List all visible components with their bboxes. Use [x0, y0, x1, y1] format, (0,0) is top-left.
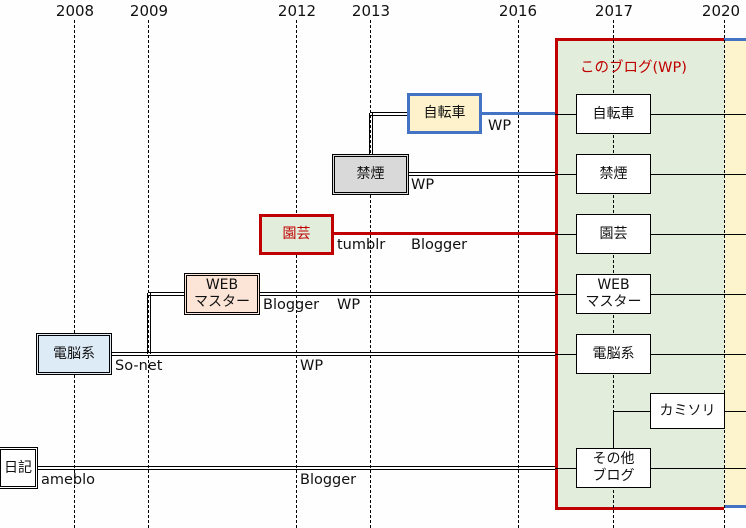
connector-computer [112, 352, 555, 356]
current-garden: 園芸 [576, 214, 651, 254]
origin-garden-label: 園芸 [282, 226, 311, 242]
origin-web-label-1: WEB [205, 277, 239, 293]
year-line-2012 [296, 20, 297, 528]
current-smoking: 禁煙 [576, 154, 651, 194]
year-label: 2013 [351, 2, 391, 20]
year-line-2020 [724, 20, 725, 528]
connector-diary [38, 466, 555, 470]
current-web-label-2: マスター [585, 294, 642, 310]
connector-garden [334, 232, 555, 235]
origin-computer-label: 電脳系 [53, 345, 95, 362]
platform-label: WP [488, 118, 512, 134]
current-web-label-1: WEB [597, 277, 630, 293]
current-other-label-2: ブログ [592, 468, 635, 484]
current-razor: カミソリ [650, 393, 725, 429]
current-computer: 電脳系 [576, 334, 651, 374]
platform-label: WP [411, 177, 435, 193]
year-label: 2009 [129, 2, 169, 20]
current-bike-label: 自転車 [592, 105, 635, 122]
future-area [724, 38, 746, 508]
panel-title: このブログ(WP) [580, 60, 687, 76]
year-line-2013 [370, 20, 371, 528]
platform-label: tumblr [337, 237, 386, 253]
year-label: 2017 [594, 2, 634, 20]
year-label: 2012 [277, 2, 317, 20]
current-other-label-1: その他 [592, 451, 635, 467]
connector-web [148, 292, 555, 296]
origin-diary-label: 日記 [4, 459, 32, 476]
origin-diary: 日記 [0, 447, 38, 489]
year-line-2009 [148, 20, 149, 528]
current-other-blog: その他ブログ [576, 448, 651, 488]
connector [147, 293, 151, 354]
current-razor-label: カミソリ [659, 402, 716, 419]
origin-smoking: 禁煙 [332, 154, 409, 195]
connector [613, 411, 614, 448]
current-bike: 自転車 [576, 94, 651, 134]
platform-label: Blogger [300, 472, 357, 488]
year-label: 2008 [55, 2, 95, 20]
origin-bike-label: 自転車 [423, 105, 466, 121]
current-smoking-label: 禁煙 [599, 165, 628, 182]
year-line-2008 [74, 20, 75, 528]
origin-web-label-2: マスター [194, 294, 250, 310]
origin-garden: 園芸 [259, 214, 334, 255]
year-label: 2020 [701, 2, 741, 20]
current-computer-label: 電脳系 [592, 345, 635, 362]
year-label: 2016 [498, 2, 538, 20]
origin-computer: 電脳系 [36, 333, 112, 375]
connector-bike [482, 112, 555, 115]
platform-label: WP [300, 358, 324, 374]
platform-label: Blogger [411, 237, 468, 253]
platform-label: So-net [115, 358, 163, 374]
origin-smoking-label: 禁煙 [356, 166, 385, 182]
platform-label: ameblo [41, 472, 96, 488]
connector-smoking [409, 172, 555, 176]
year-line-2016 [518, 20, 519, 528]
platform-label: WP [337, 297, 361, 313]
connector [369, 113, 373, 154]
platform-label: Blogger [263, 297, 320, 313]
current-garden-label: 園芸 [599, 225, 628, 242]
origin-bike: 自転車 [407, 93, 482, 134]
connector [370, 112, 407, 116]
